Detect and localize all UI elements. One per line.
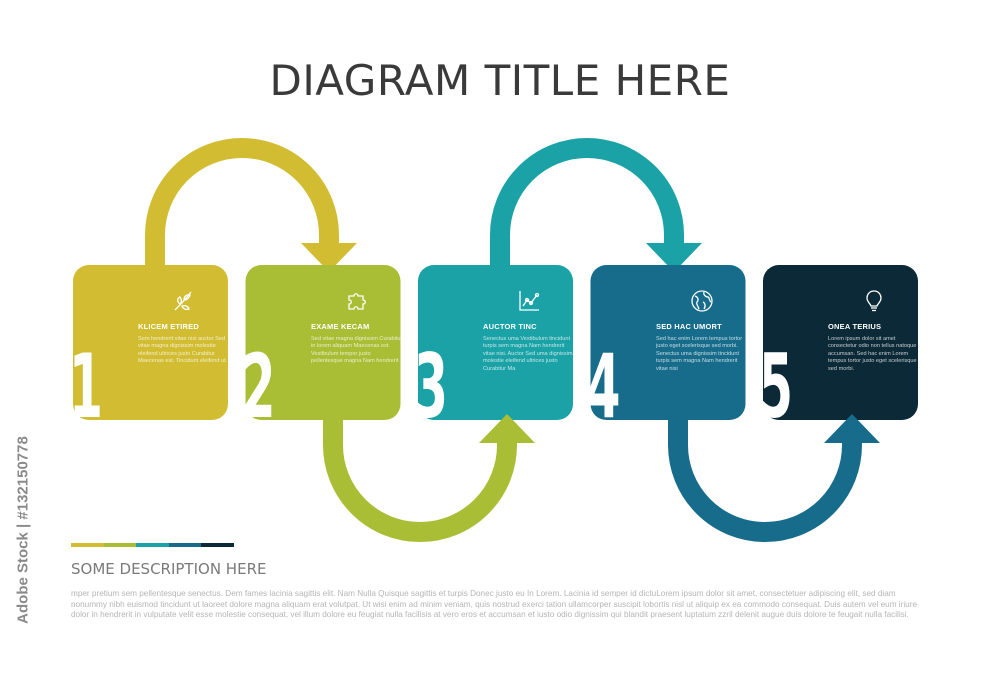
step-4-heading: SED HAC UMORT [656,322,722,331]
step-5-heading: ONEA TERIUS [828,322,882,331]
step-1-number: 1 [69,335,103,438]
color-segment-5 [201,543,234,547]
leaves-icon [138,286,230,316]
arrow-1-to-2 [145,138,339,270]
arrowhead-1-to-2 [301,243,357,272]
color-segment-3 [136,543,169,547]
lightbulb-icon [828,286,920,316]
step-2-text: Sed vitae magna dignissim Curabitur in l… [311,336,403,365]
step-2-heading: EXAME KECAM [311,322,370,331]
step-5-number: 5 [759,335,793,438]
step-4-number: 4 [587,335,621,438]
step-1-card [73,265,228,420]
step-2-number: 2 [242,335,276,438]
step-3-text: Senectus uma Vestibulum tincidunt turpis… [483,336,573,372]
step-4-card [590,265,746,420]
step-5-content: ONEA TERIUS Lorem ipsum dolor sit amet c… [828,286,920,373]
arrow-4-to-5 [668,410,862,542]
color-segment-4 [168,543,201,547]
step-3-number: 3 [414,335,448,438]
color-segment-1 [71,543,104,547]
step-3-heading: AUCTOR TINC [483,322,537,331]
diagram-title: DIAGRAM TITLE HERE [269,56,731,105]
puzzle-icon [311,286,403,316]
chart-icon [483,286,575,316]
globe-icon [656,286,748,316]
step-5-text: Lorem ipsum dolor sit amet consectetur o… [828,336,917,372]
step-4-text: Sed hac enim Lorem tempus tortor justo e… [656,336,743,372]
arrowhead-4-to-5 [824,414,880,443]
arrowhead-2-to-3 [479,414,535,443]
stock-id-watermark: Adobe Stock | #132150778 [14,436,32,624]
color-segment-2 [103,543,136,547]
step-1-content: KLICEM ETIRED Sem hendrerit vitae nisi a… [138,286,230,366]
step-3-card [418,265,573,420]
step-2-content: EXAME KECAM Sed vitae magna dignissim Cu… [311,286,403,366]
step-3-content: AUCTOR TINC Senectus uma Vestibulum tinc… [483,286,575,373]
step-4-content: SED HAC UMORT Sed hac enim Lorem tempus … [656,286,748,373]
step-2-card [245,265,401,420]
step-1-heading: KLICEM ETIRED [138,322,199,331]
step-5-card [763,265,918,420]
description-body: mper pretium sem pellentesque senectus. … [71,589,917,620]
arrowhead-3-to-4 [646,243,702,272]
description-title: SOME DESCRIPTION HERE [71,560,267,578]
arrow-3-to-4 [490,138,684,270]
color-legend-bar [71,543,234,547]
step-1-text: Sem hendrerit vitae nisi auctor Sed vita… [138,336,228,365]
arrow-2-to-3 [323,410,517,542]
